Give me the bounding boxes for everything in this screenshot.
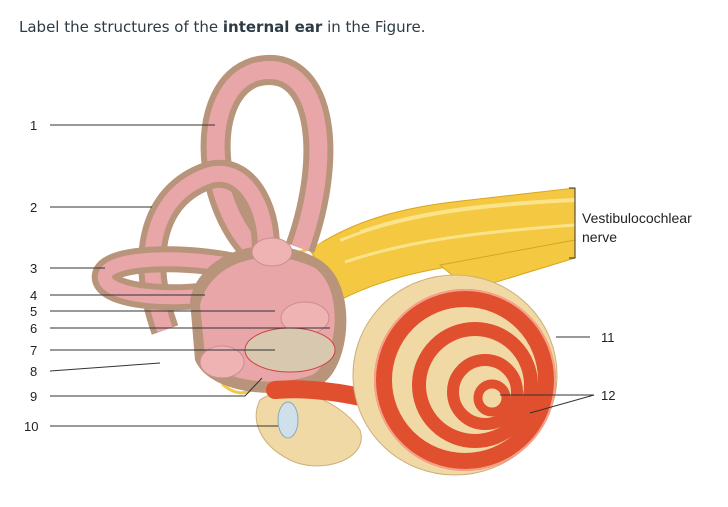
label-11: 11	[601, 330, 615, 345]
label-3: 3	[30, 261, 37, 276]
nerve-label-line2: nerve	[582, 229, 618, 245]
label-2: 2	[30, 200, 37, 215]
question-bold: internal ear	[222, 18, 323, 36]
label-10: 10	[24, 419, 38, 434]
nerve-label-line1: Vestibulocochlear	[582, 210, 692, 226]
round-window	[277, 401, 299, 439]
nerve-label: Vestibulocochlear nerve	[582, 209, 692, 247]
label-8: 8	[30, 364, 37, 379]
semicircular-canals	[91, 55, 334, 335]
question-suffix: in the Figure.	[322, 18, 426, 36]
label-1: 1	[30, 118, 37, 133]
label-9: 9	[30, 389, 37, 404]
label-7: 7	[30, 343, 37, 358]
leader-lines	[49, 124, 595, 427]
label-5: 5	[30, 304, 37, 319]
question-prefix: Label the structures of the	[19, 18, 223, 36]
label-12: 12	[601, 388, 615, 403]
vestibule	[190, 237, 347, 393]
label-6: 6	[30, 321, 37, 336]
label-4: 4	[30, 288, 37, 303]
question-text: Label the structures of the internal ear…	[19, 18, 425, 36]
cochlea	[352, 274, 558, 476]
